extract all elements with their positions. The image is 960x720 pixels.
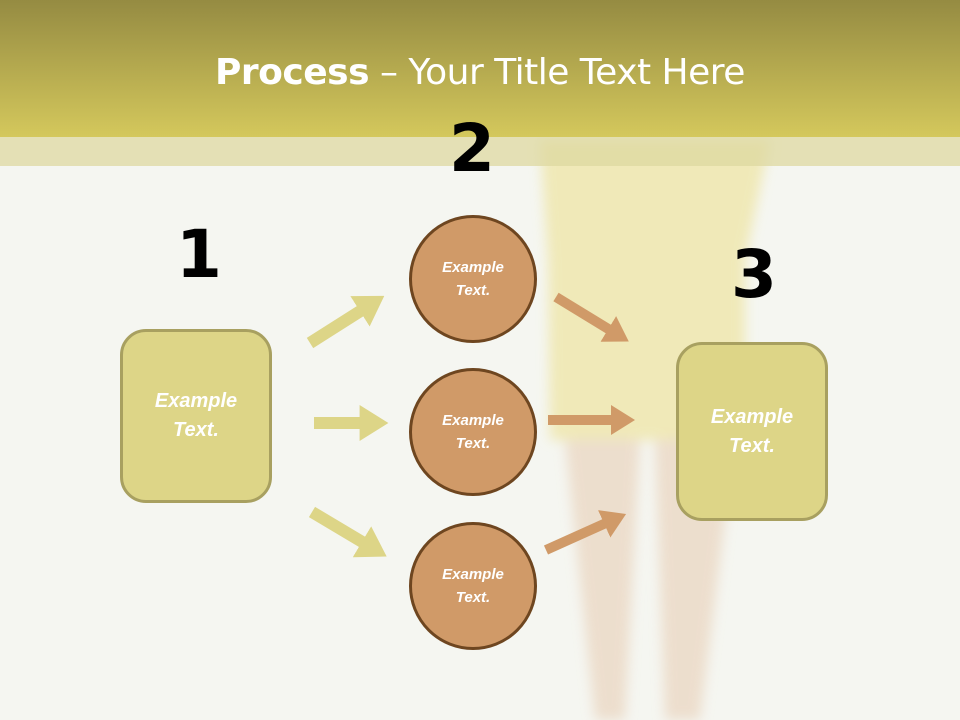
step-1-box[interactable]: Example Text.: [120, 329, 272, 503]
arrow-1-to-2c: [308, 506, 387, 558]
step-3-text-line1: Example: [710, 405, 794, 428]
circle-3-text-line2: Text.: [455, 589, 491, 606]
circle-1-text-line2: Text.: [455, 282, 491, 299]
step-3-text-line2: Text.: [729, 434, 775, 457]
step-2-circle-2[interactable]: Example Text.: [409, 368, 537, 496]
title-bold: Process: [215, 52, 370, 93]
arrow-2a-to-3: [553, 292, 629, 342]
slide-title: Process – Your Title Text Here: [0, 52, 960, 93]
circle-1-text-line1: Example: [442, 259, 504, 276]
step-2-circle-3[interactable]: Example Text.: [409, 522, 537, 650]
circle-2-text-line1: Example: [442, 412, 504, 429]
title-band: [0, 137, 960, 166]
circle-3-text-line1: Example: [442, 566, 504, 583]
step-number-1: 1: [176, 216, 222, 293]
arrow-2c-to-3: [543, 510, 627, 555]
title-bar: [0, 0, 960, 137]
step-3-box[interactable]: Example Text.: [676, 342, 828, 521]
title-rest: – Your Title Text Here: [369, 52, 745, 93]
step-1-text-line1: Example: [154, 390, 238, 412]
arrow-1-to-2a: [306, 295, 385, 349]
step-2-circle-1[interactable]: Example Text.: [409, 215, 537, 343]
circle-2-text-line2: Text.: [455, 435, 491, 452]
step-number-2: 2: [449, 110, 495, 187]
step-1-text-line2: Text.: [173, 419, 219, 441]
step-number-3: 3: [731, 236, 777, 313]
